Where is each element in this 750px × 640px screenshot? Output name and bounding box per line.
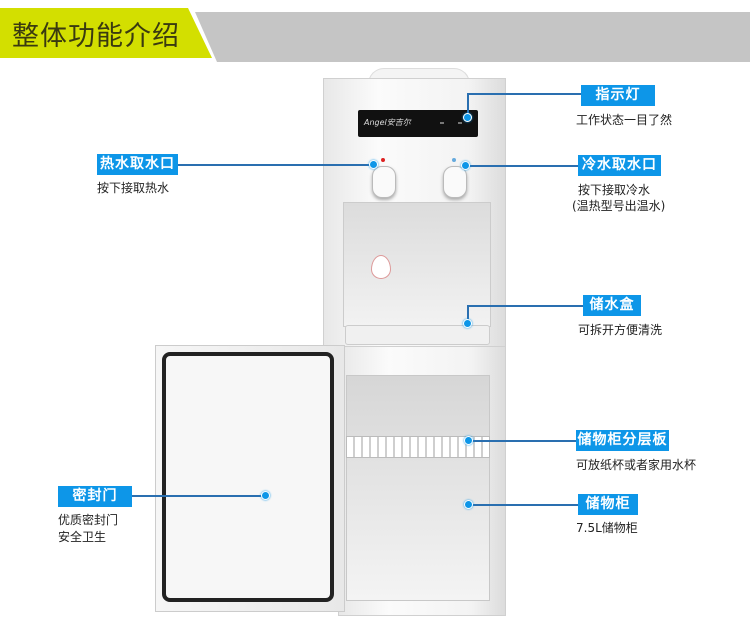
- callout-dot: [463, 113, 472, 122]
- brand-logo: Angel安吉尔: [364, 118, 411, 127]
- callout-dot: [463, 319, 472, 328]
- water-drop-icon: [371, 255, 391, 279]
- callout-dot: [464, 436, 473, 445]
- callout-dot: [461, 161, 470, 170]
- display-panel: Angel安吉尔: [358, 110, 478, 137]
- callout-cold-tap: 冷水取水口: [578, 155, 661, 176]
- callout-hot-tap: 热水取水口: [97, 154, 178, 175]
- cold-indicator-icon: [452, 158, 456, 162]
- callout-shelf: 储物柜分层板: [576, 430, 669, 451]
- hot-indicator-icon: [381, 158, 385, 162]
- callout-dot: [261, 491, 270, 500]
- callout-desc: 7.5L储物柜: [576, 521, 638, 535]
- callout-desc: (温热型号出温水): [572, 199, 666, 213]
- callout-desc: 可拆开方便清洗: [578, 323, 663, 337]
- cabinet-door[interactable]: [155, 345, 345, 612]
- callout-desc: 按下接取冷水: [578, 183, 651, 197]
- header-title-bg: [0, 8, 212, 58]
- indicator-light: [440, 122, 444, 124]
- callout-desc: 可放纸杯或者家用水杯: [576, 458, 697, 472]
- cabinet-shelf: [346, 436, 490, 458]
- callout-indicator-light: 指示灯: [581, 85, 655, 106]
- callout-desc: 安全卫生: [58, 530, 107, 544]
- header-band: [195, 12, 750, 62]
- callout-cabinet: 储物柜: [578, 494, 638, 515]
- tap-recess: [343, 202, 491, 327]
- cold-tap-button[interactable]: [443, 166, 467, 198]
- indicator-light: [458, 122, 462, 124]
- callout-sealed-door: 密封门: [58, 486, 132, 507]
- page-title: 整体功能介绍: [12, 21, 180, 52]
- door-seal: [162, 352, 334, 602]
- callout-desc: 按下接取热水: [97, 181, 170, 195]
- cabinet-cavity: [346, 375, 490, 601]
- drip-tray: [345, 325, 490, 345]
- callout-dot: [369, 160, 378, 169]
- callout-desc: 优质密封门: [58, 513, 119, 527]
- callout-desc: 工作状态一目了然: [576, 113, 673, 127]
- hot-tap-button[interactable]: [372, 166, 396, 198]
- callout-dot: [464, 500, 473, 509]
- callout-water-box: 储水盒: [583, 295, 641, 316]
